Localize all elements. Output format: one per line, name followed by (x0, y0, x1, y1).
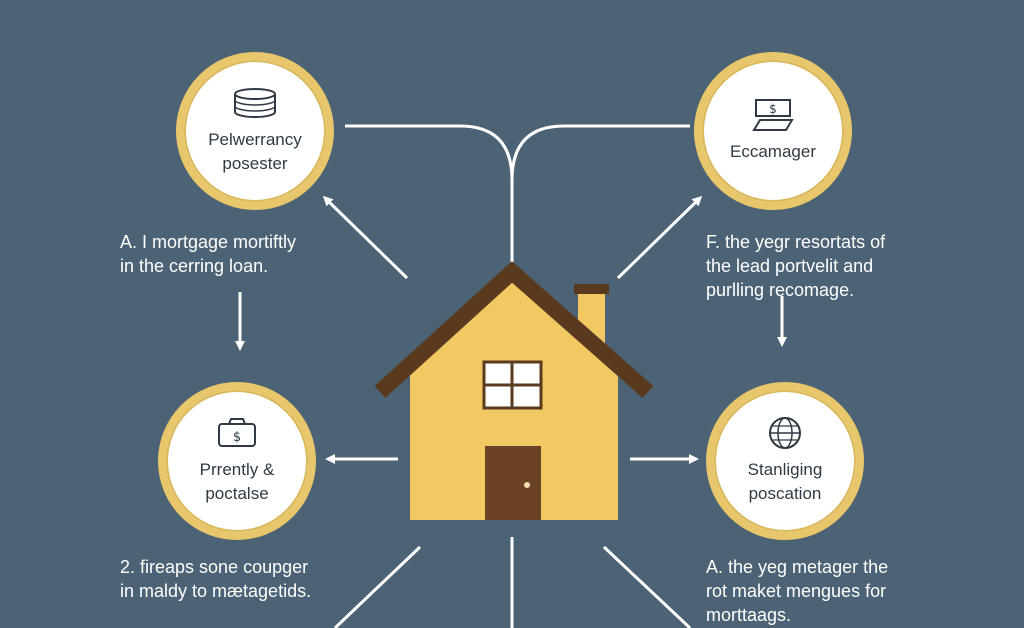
arrow-to-top-left (322, 195, 409, 280)
house-roof (374, 261, 654, 398)
house-window (482, 360, 543, 410)
money-bag-icon: $ (218, 418, 256, 447)
banknote-icon: $ (752, 99, 794, 131)
node-label-top-right: Eccamager (730, 142, 816, 161)
house-icon (374, 261, 654, 520)
node-label-mid-right: Stanliging poscation (747, 460, 823, 503)
globe-icon (769, 417, 801, 449)
connector-top (345, 124, 690, 272)
caption-bottom-right: A. the yeg metager the rot maket mengues… (706, 557, 889, 625)
node-mid-right[interactable]: Stanliging poscation (706, 382, 864, 540)
coin-stack-icon (234, 88, 276, 118)
caption-top-left: A. I mortgage mortiftly in the cerring l… (120, 232, 297, 276)
node-mid-left[interactable]: $ Prrently & poctalse (158, 382, 316, 540)
node-top-right[interactable]: $ Eccamager (694, 52, 852, 210)
node-top-left[interactable]: Pelwerrancy posester (176, 52, 334, 210)
house-chimney-cap (574, 284, 609, 294)
svg-text:$: $ (233, 430, 241, 445)
arrow-to-top-right (616, 195, 703, 280)
svg-text:$: $ (769, 102, 777, 116)
house-roof-fill (410, 272, 618, 362)
house-door-knob (524, 482, 530, 488)
house-door (485, 446, 541, 520)
caption-bottom-left: 2. fireaps sone coupger in maldy to mæta… (120, 557, 312, 601)
caption-top-right: F. the yegr resortats of the lead portve… (706, 232, 886, 300)
arrow-bottom-left (333, 545, 422, 628)
arrow-bottom-right (602, 545, 692, 628)
node-label-top-left: Pelwerrancy posester (208, 130, 302, 173)
node-label-mid-left: Prrently & poctalse (199, 460, 275, 503)
